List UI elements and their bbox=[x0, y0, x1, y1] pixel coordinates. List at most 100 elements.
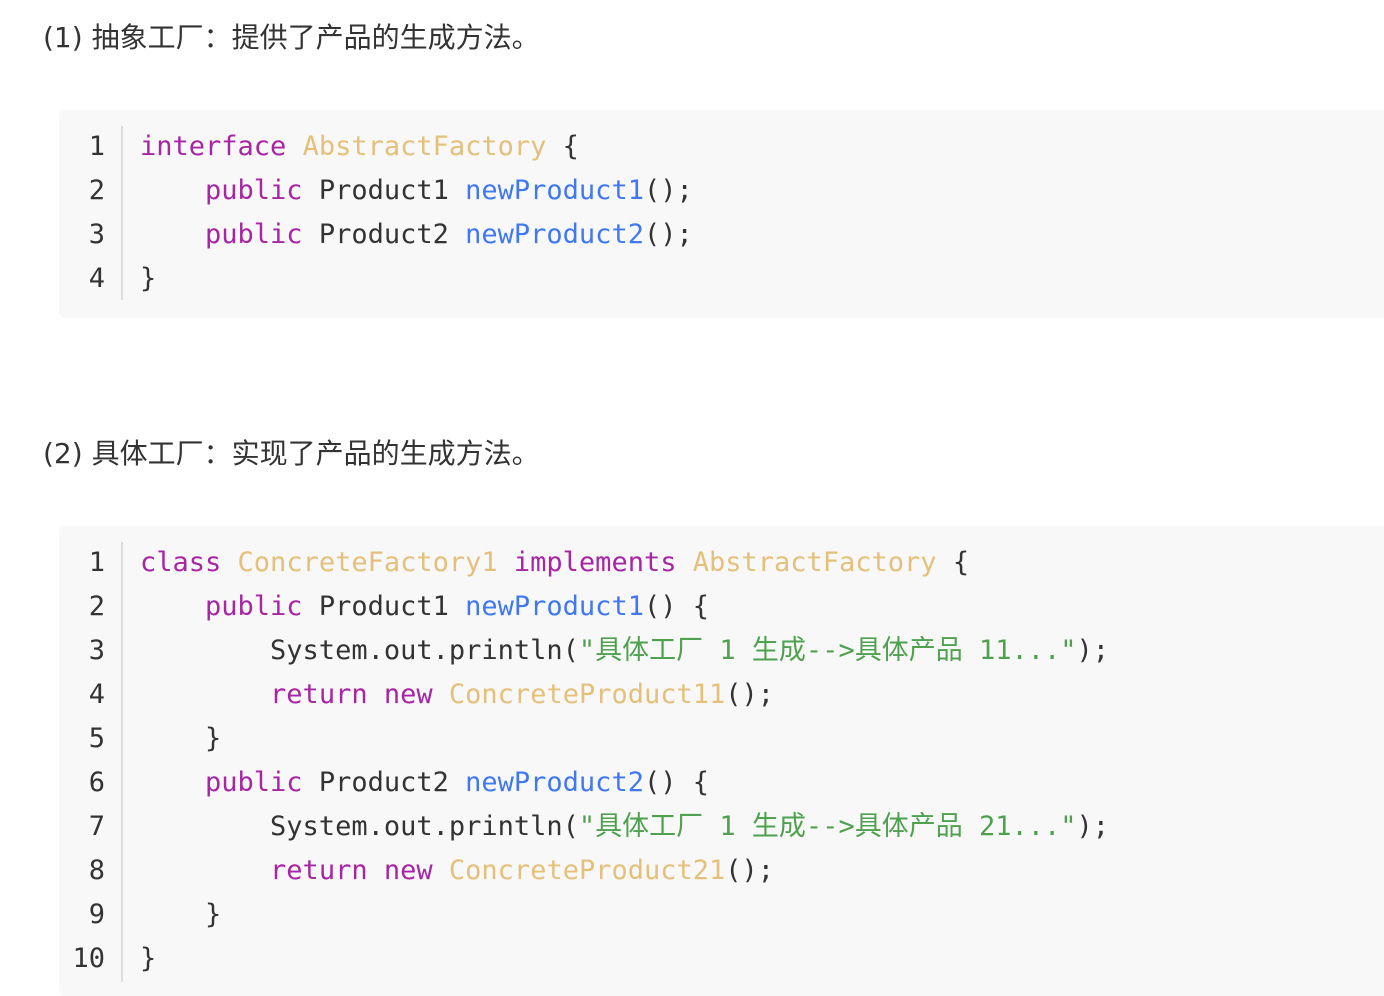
code-line: 4} bbox=[59, 257, 1384, 301]
code-text: public Product2 newProduct2(); bbox=[140, 213, 693, 257]
code-token: (); bbox=[643, 219, 693, 250]
code-text: System.out.println("具体工厂 1 生成-->具体产品 21.… bbox=[140, 805, 1109, 849]
code-token: AbstractFactory bbox=[692, 547, 937, 578]
code-text: return new ConcreteProduct21(); bbox=[140, 849, 774, 893]
code-block-concrete-factory: 1 class ConcreteFactory1 implements Abstr… bbox=[59, 526, 1384, 996]
line-number: 2 bbox=[88, 591, 105, 622]
code-token: interface bbox=[140, 131, 287, 162]
code-line: 3 System.out.println("具体工厂 1 生成-->具体产品 1… bbox=[59, 629, 1384, 673]
section-heading-concrete-factory: (2) 具体工厂：实现了产品的生成方法。 bbox=[43, 437, 540, 470]
code-line: 1 class ConcreteFactory1 implements Abstr… bbox=[59, 541, 1384, 585]
code-token bbox=[433, 855, 449, 886]
code-text: public Product1 newProduct1() { bbox=[140, 585, 709, 629]
code-token: } bbox=[140, 899, 222, 930]
code-token bbox=[368, 679, 384, 710]
code-line: 1 interface AbstractFactory { bbox=[59, 125, 1384, 169]
code-text: } bbox=[140, 893, 221, 937]
code-token: Product2 bbox=[302, 219, 466, 250]
line-number: 8 bbox=[88, 855, 105, 886]
code-line: 4 return new ConcreteProduct11(); bbox=[59, 673, 1384, 717]
code-line: 6 public Product2 newProduct2() { bbox=[59, 761, 1384, 805]
code-line: 9 } bbox=[59, 893, 1384, 937]
code-text: public Product1 newProduct1(); bbox=[140, 169, 693, 213]
code-token: Product1 bbox=[302, 175, 466, 206]
code-text: interface AbstractFactory { bbox=[140, 125, 579, 169]
code-token bbox=[140, 591, 205, 622]
code-text: System.out.println("具体工厂 1 生成-->具体产品 11.… bbox=[140, 629, 1109, 673]
code-token: AbstractFactory bbox=[302, 131, 547, 162]
code-line: 3 public Product2 newProduct2(); bbox=[59, 213, 1384, 257]
code-token: "具体工厂 1 生成-->具体产品 21..." bbox=[578, 811, 1077, 842]
line-number: 3 bbox=[88, 635, 105, 666]
code-line: 10} bbox=[59, 937, 1384, 981]
line-number-divider bbox=[121, 126, 123, 300]
code-token: new bbox=[383, 855, 433, 886]
line-number: 1 bbox=[88, 131, 105, 162]
code-token: ConcreteProduct11 bbox=[448, 679, 726, 710]
code-line: 7 System.out.println("具体工厂 1 生成-->具体产品 2… bbox=[59, 805, 1384, 849]
code-token: public bbox=[205, 175, 303, 206]
code-token: { bbox=[546, 131, 579, 162]
code-token: public bbox=[205, 219, 303, 250]
code-token bbox=[140, 767, 205, 798]
line-number: 6 bbox=[88, 767, 105, 798]
code-token bbox=[498, 547, 514, 578]
code-token: { bbox=[936, 547, 970, 578]
code-token: new bbox=[383, 679, 433, 710]
line-number: 4 bbox=[88, 263, 105, 294]
code-token: implements bbox=[513, 547, 677, 578]
code-token: class bbox=[140, 547, 222, 578]
line-number: 7 bbox=[88, 811, 105, 842]
code-token: } bbox=[140, 723, 222, 754]
code-line: 2 public Product1 newProduct1(); bbox=[59, 169, 1384, 213]
code-token: (); bbox=[725, 855, 775, 886]
code-token: newProduct2 bbox=[465, 219, 644, 250]
code-text: } bbox=[140, 937, 156, 981]
code-token: Product1 bbox=[302, 591, 466, 622]
line-number: 1 bbox=[88, 547, 105, 578]
line-number: 4 bbox=[88, 679, 105, 710]
code-text: return new ConcreteProduct11(); bbox=[140, 673, 774, 717]
code-line: 5 } bbox=[59, 717, 1384, 761]
code-token: ); bbox=[1076, 635, 1109, 666]
code-lines: 1 class ConcreteFactory1 implements Abstr… bbox=[59, 541, 1384, 981]
code-line: 2 public Product1 newProduct1() { bbox=[59, 585, 1384, 629]
code-token bbox=[286, 131, 302, 162]
code-token bbox=[433, 679, 449, 710]
code-token: () { bbox=[643, 767, 709, 798]
code-token bbox=[221, 547, 237, 578]
code-token: newProduct1 bbox=[465, 591, 644, 622]
code-token: return bbox=[270, 855, 368, 886]
code-token bbox=[140, 679, 270, 710]
code-token: newProduct2 bbox=[465, 767, 644, 798]
code-token bbox=[140, 219, 205, 250]
line-number: 10 bbox=[72, 943, 105, 974]
code-token: ); bbox=[1076, 811, 1109, 842]
line-number-divider bbox=[121, 542, 123, 982]
code-token: newProduct1 bbox=[465, 175, 644, 206]
code-token: (); bbox=[725, 679, 775, 710]
code-token: } bbox=[140, 263, 157, 294]
code-token: System.out.println( bbox=[140, 811, 579, 842]
code-token: ConcreteProduct21 bbox=[448, 855, 726, 886]
line-number: 5 bbox=[88, 723, 105, 754]
code-token: ConcreteFactory1 bbox=[237, 547, 498, 578]
code-token: } bbox=[140, 943, 157, 974]
code-token: public bbox=[205, 591, 303, 622]
code-token: System.out.println( bbox=[140, 635, 579, 666]
code-token bbox=[140, 175, 205, 206]
code-token: "具体工厂 1 生成-->具体产品 11..." bbox=[578, 635, 1077, 666]
code-token: () { bbox=[643, 591, 709, 622]
code-token: return bbox=[270, 679, 368, 710]
line-number: 9 bbox=[88, 899, 105, 930]
code-text: } bbox=[140, 257, 156, 301]
code-text: } bbox=[140, 717, 221, 761]
code-token: public bbox=[205, 767, 303, 798]
code-text: class ConcreteFactory1 implements Abstra… bbox=[140, 541, 969, 585]
line-number: 2 bbox=[88, 175, 105, 206]
code-text: public Product2 newProduct2() { bbox=[140, 761, 709, 805]
section-heading-abstract-factory: (1) 抽象工厂：提供了产品的生成方法。 bbox=[43, 21, 540, 54]
line-number: 3 bbox=[88, 219, 105, 250]
